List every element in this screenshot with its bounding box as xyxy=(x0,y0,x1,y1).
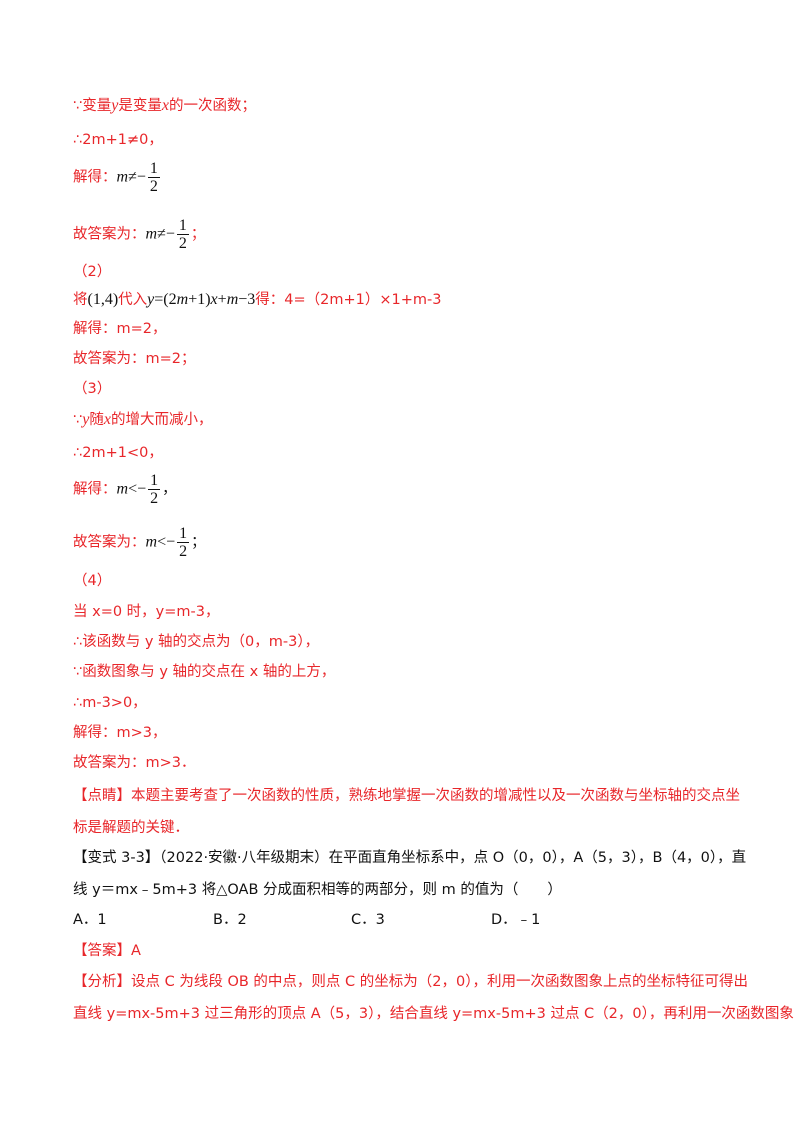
eq-part: −3 xyxy=(238,291,256,308)
label: 故答案为： xyxy=(73,534,146,551)
l5: （2） xyxy=(73,264,112,280)
denominator: 2 xyxy=(150,490,159,507)
l16: ∴该函数与 y 轴的交点为（0，m-3）， xyxy=(73,634,320,650)
text: 变量 xyxy=(82,98,112,114)
text: 得： xyxy=(255,292,285,308)
label: 故答案为： xyxy=(73,226,146,243)
l2: ∴2m+1≠0， xyxy=(73,132,163,148)
option-a: A．1 xyxy=(73,912,107,928)
eq-part: + xyxy=(217,291,227,308)
operator: <− xyxy=(128,480,147,498)
operator: ≠− xyxy=(157,225,175,243)
text: 将 xyxy=(73,292,88,308)
option-c: C．3 xyxy=(351,912,385,928)
operator: <− xyxy=(157,533,176,551)
denominator: 2 xyxy=(149,178,158,195)
l14: （4） xyxy=(73,573,112,589)
because-symbol: ∵ xyxy=(73,412,83,428)
operator: ≠− xyxy=(128,168,146,186)
var-m: m xyxy=(176,291,189,308)
l15: 当 x=0 时，y=m-3， xyxy=(73,604,220,620)
l18: ∴m-3>0， xyxy=(73,695,147,711)
option-b: B．2 xyxy=(213,912,247,928)
l17: ∵函数图象与 y 轴的交点在 x 轴的上方， xyxy=(73,664,336,680)
eq-part: =(2 xyxy=(154,291,177,308)
text: 4=（2m+1）×1+m-3 xyxy=(284,292,442,308)
var-x: x xyxy=(103,411,111,428)
l10: ∵y随x的增大而减小， xyxy=(73,410,212,430)
l19: 解得：m>3， xyxy=(73,725,167,741)
l1: ∵变量y是变量x的一次函数； xyxy=(73,96,256,116)
text: 的增大而减小， xyxy=(110,412,213,428)
var-m: m xyxy=(145,225,158,243)
numerator: 1 xyxy=(147,160,160,178)
text: 随 xyxy=(89,412,104,428)
option-d: D．﹣1 xyxy=(491,912,541,928)
label: 解得： xyxy=(73,481,117,498)
l8: 故答案为：m=2； xyxy=(73,351,196,367)
var-y: y xyxy=(147,291,155,308)
var-x: x xyxy=(161,97,169,114)
text: 的一次函数； xyxy=(168,98,256,114)
text: 是变量 xyxy=(118,98,162,114)
var-x: x xyxy=(210,291,218,308)
var-m: m xyxy=(116,168,129,186)
point: (1,4) xyxy=(87,291,119,308)
var-m: m xyxy=(145,533,158,551)
text: 代入 xyxy=(118,292,148,308)
because-symbol: ∵ xyxy=(73,98,83,114)
l24: 线 y＝mx﹣5m+3 将△OAB 分成面积相等的两部分，则 m 的值为（ ） xyxy=(73,882,562,898)
l23: 【变式 3-3】（2022·安徽·八年级期末）在平面直角坐标系中，点 O（0，0… xyxy=(73,850,747,866)
text: ； xyxy=(190,226,206,243)
l7: 解得：m=2， xyxy=(73,321,167,337)
text: ， xyxy=(162,481,177,498)
label: 解得： xyxy=(73,169,117,186)
l11: ∴2m+1<0， xyxy=(73,445,163,461)
var-y: y xyxy=(82,411,90,428)
var-y: y xyxy=(111,97,119,114)
denominator: 2 xyxy=(179,543,188,560)
var-m: m xyxy=(226,291,239,308)
l20: 故答案为：m>3． xyxy=(73,755,196,771)
l27: 【分析】设点 C 为线段 OB 的中点，则点 C 的坐标为（2，0），利用一次函… xyxy=(73,974,748,990)
text: ； xyxy=(191,534,206,551)
numerator: 1 xyxy=(176,217,189,235)
options-row: A．1 B．2 C．3 D．﹣1 xyxy=(73,910,723,930)
eq-part: +1) xyxy=(188,291,211,308)
l26: 【答案】A xyxy=(73,943,141,959)
denominator: 2 xyxy=(178,235,187,252)
l9: （3） xyxy=(73,381,112,397)
numerator: 1 xyxy=(148,472,161,490)
l21: 【点睛】本题主要考查了一次函数的性质，熟练地掌握一次函数的增减性以及一次函数与坐… xyxy=(73,788,740,804)
numerator: 1 xyxy=(177,525,190,543)
l28: 直线 y=mx-5m+3 过三角形的顶点 A（5，3），结合直线 y=mx-5m… xyxy=(73,1006,794,1022)
var-m: m xyxy=(116,480,129,498)
l22: 标是解题的关键． xyxy=(73,820,189,836)
l6: 将(1,4)代入y=(2m+1)x+m−3得：4=（2m+1）×1+m-3 xyxy=(73,290,442,310)
